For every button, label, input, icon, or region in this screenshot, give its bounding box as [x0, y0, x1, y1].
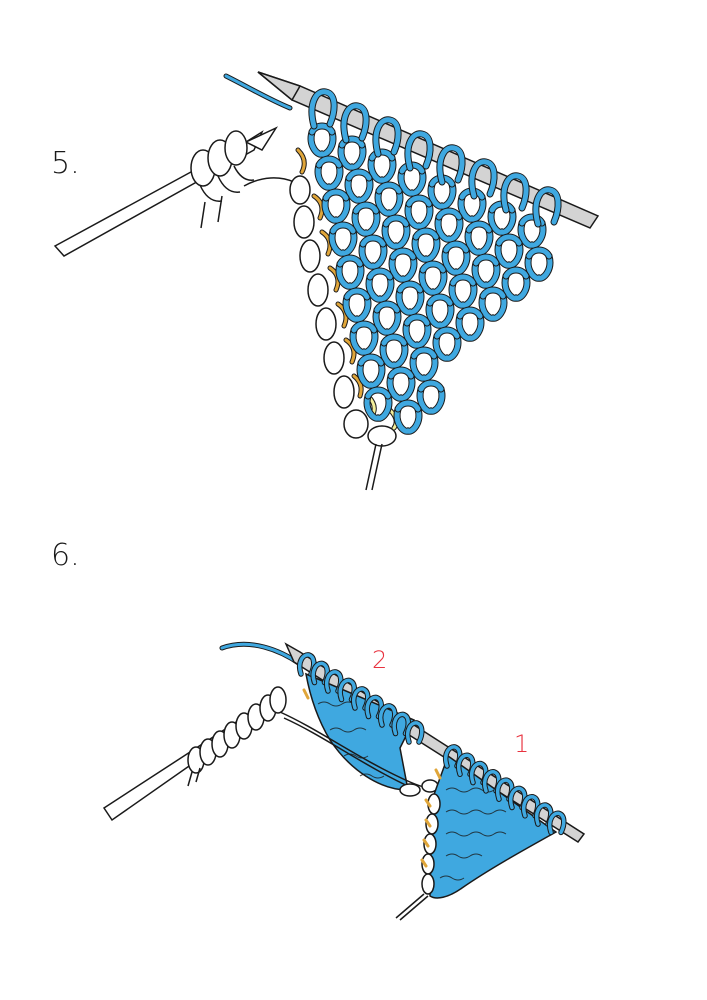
knit-stitch	[411, 227, 441, 263]
knit-stitch	[494, 233, 524, 269]
knit-stitch	[441, 240, 471, 276]
step5-needle-loops	[308, 88, 562, 228]
step6-chain-edge	[395, 793, 441, 921]
needle-loop	[468, 158, 498, 200]
knit-stitch	[358, 234, 388, 270]
knit-stitch	[356, 353, 386, 389]
knit-stitch	[321, 188, 351, 224]
step5-illustration	[53, 71, 600, 491]
part-label-2: 2	[372, 646, 388, 674]
step5-blue-stitch-grid	[307, 122, 554, 435]
step-number-6: 6.	[51, 538, 80, 573]
knit-stitch	[524, 246, 554, 282]
knit-stitch	[372, 300, 402, 336]
knit-stitch	[351, 201, 381, 237]
step6-left-needle-stitches	[187, 686, 287, 787]
knit-stitch	[393, 399, 423, 435]
knit-stitch	[381, 214, 411, 250]
knit-stitch	[374, 181, 404, 217]
knit-stitch	[314, 155, 344, 191]
knit-stitch	[471, 253, 501, 289]
knit-stitch	[409, 346, 439, 382]
part-label-1: 1	[514, 730, 530, 758]
knit-stitch	[335, 254, 365, 290]
knit-stitch	[464, 220, 494, 256]
needle-loop	[500, 172, 530, 214]
knit-stitch	[388, 247, 418, 283]
needle-loop	[404, 130, 434, 172]
knit-stitch	[349, 320, 379, 356]
knit-stitch	[344, 168, 374, 204]
step-number-5: 5.	[51, 146, 80, 181]
knit-stitch	[337, 135, 367, 171]
knit-stitch	[363, 386, 393, 422]
knit-stitch	[379, 333, 409, 369]
step6-needle-loops	[296, 652, 567, 836]
knit-stitch	[455, 306, 485, 342]
knit-stitch	[434, 207, 464, 243]
knit-stitch	[395, 280, 425, 316]
needle-loop	[372, 116, 402, 158]
needle-loop	[340, 102, 370, 144]
knit-stitch	[367, 148, 397, 184]
knit-stitch	[432, 326, 462, 362]
knit-stitch	[501, 266, 531, 302]
step6-illustration	[102, 641, 586, 921]
step6-gold-stitches	[302, 688, 442, 868]
knit-stitch	[402, 313, 432, 349]
knit-stitch	[425, 293, 455, 329]
needle-loop	[436, 144, 466, 186]
knit-stitch	[416, 379, 446, 415]
step6-connecting-strand	[279, 711, 441, 797]
needle-loop	[404, 720, 425, 745]
knit-stitch	[328, 221, 358, 257]
knit-stitch	[342, 287, 372, 323]
knit-stitch	[307, 122, 337, 158]
step5-chain-edge	[243, 175, 397, 491]
step5-left-needle-stitches	[190, 130, 255, 229]
needle-loop	[308, 88, 338, 130]
needle-loop	[532, 186, 562, 228]
knit-stitch	[448, 273, 478, 309]
needle-loop	[546, 810, 567, 836]
knit-stitch	[478, 286, 508, 322]
knit-stitch	[365, 267, 395, 303]
knit-stitch	[404, 194, 434, 230]
step6-piece-1	[429, 754, 558, 899]
knit-stitch	[386, 366, 416, 402]
knit-stitch	[418, 260, 448, 296]
